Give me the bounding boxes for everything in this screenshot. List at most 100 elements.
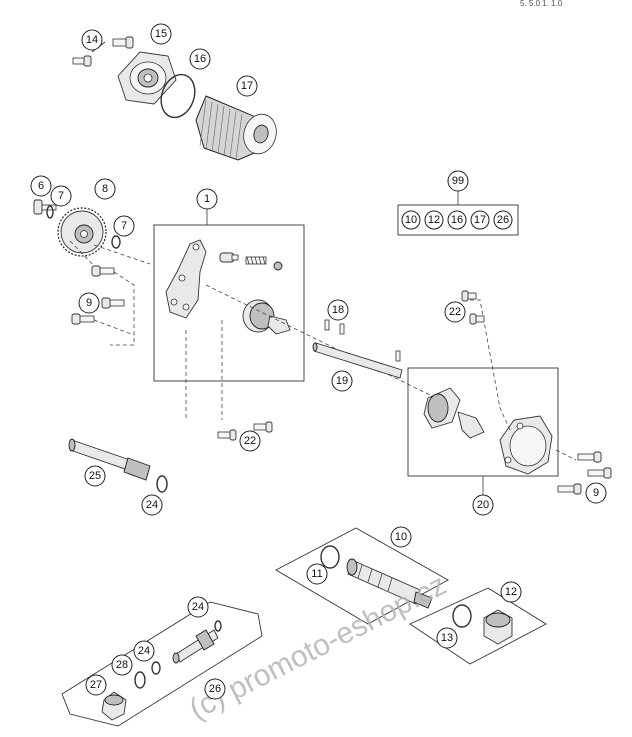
svg-text:15: 15 <box>155 28 167 40</box>
callout-22-lower[interactable]: 22 <box>239 430 261 452</box>
svg-text:24: 24 <box>192 601 204 613</box>
svg-text:20: 20 <box>477 499 489 511</box>
svg-text:27: 27 <box>90 679 102 691</box>
svg-text:99: 99 <box>452 175 464 187</box>
valve-10-box <box>275 527 449 625</box>
part-18-pin-a[interactable] <box>324 319 330 331</box>
kit-99-item-26[interactable]: 26 <box>493 210 513 230</box>
callout-22-upper[interactable]: 22 <box>444 301 466 323</box>
part-9-bolt-a[interactable] <box>91 265 115 277</box>
part-22-bolt-left-a[interactable] <box>217 429 237 441</box>
svg-text:24: 24 <box>138 645 150 657</box>
part-24-o-ring-a[interactable] <box>214 620 222 632</box>
callout-17[interactable]: 17 <box>236 75 258 97</box>
corner-code: 5. 5.0 1. 1.0 <box>520 0 563 8</box>
svg-text:28: 28 <box>116 659 128 671</box>
svg-text:6: 6 <box>38 180 44 192</box>
svg-text:19: 19 <box>336 375 348 387</box>
part-14-bolt-lower[interactable] <box>72 55 92 67</box>
svg-text:13: 13 <box>441 632 453 644</box>
part-17-oil-filter[interactable] <box>195 95 281 161</box>
part-6-bolt[interactable] <box>33 199 57 215</box>
part-pump-ball[interactable] <box>273 261 283 271</box>
part-pump-rotor[interactable] <box>242 299 291 335</box>
callout-9-right[interactable]: 9 <box>585 482 607 504</box>
callout-99[interactable]: 99 <box>447 170 469 192</box>
callout-15[interactable]: 15 <box>150 23 172 45</box>
part-14-bolt-upper[interactable] <box>112 36 134 49</box>
scavenge-pump-group <box>407 299 559 495</box>
callout-24-right[interactable]: 24 <box>187 596 209 618</box>
part-9-bolt-b[interactable] <box>101 297 125 309</box>
callout-7-right[interactable]: 7 <box>113 215 135 237</box>
svg-text:17: 17 <box>474 214 486 226</box>
part-24-o-ring-upper[interactable] <box>156 475 168 493</box>
part-19-pump-shaft[interactable] <box>312 342 403 379</box>
watermark: (c) promoto-eshop.cz <box>184 568 452 726</box>
callout-24-upper[interactable]: 24 <box>141 494 163 516</box>
shaft-group <box>312 319 403 379</box>
callout-7-left[interactable]: 7 <box>50 185 72 207</box>
part-18-pin-b[interactable] <box>339 323 345 335</box>
part-27-plug[interactable] <box>101 691 127 721</box>
part-9-bolt-right-c[interactable] <box>557 483 582 495</box>
part-24-o-ring-b[interactable] <box>151 661 161 675</box>
kit-99-item-10[interactable]: 10 <box>401 210 421 230</box>
part-13-o-ring[interactable] <box>452 604 472 628</box>
callout-19[interactable]: 19 <box>331 370 353 392</box>
part-pump-spring[interactable] <box>245 256 267 265</box>
callout-1[interactable]: 1 <box>196 188 218 210</box>
part-pump-plug[interactable] <box>219 252 239 263</box>
part-16-o-ring[interactable] <box>155 70 200 122</box>
part-15-filter-cover[interactable] <box>117 51 177 105</box>
part-10-valve-assembly[interactable] <box>346 558 433 609</box>
kit-99-item-16[interactable]: 16 <box>447 210 467 230</box>
nozzle-26-box <box>61 601 263 727</box>
nozzle-26-group <box>61 601 263 727</box>
part-18-pin-c[interactable] <box>395 350 401 362</box>
svg-text:25: 25 <box>89 470 101 482</box>
callout-6[interactable]: 6 <box>30 175 52 197</box>
callout-26[interactable]: 26 <box>204 678 226 700</box>
callout-10[interactable]: 10 <box>390 526 412 548</box>
callout-16[interactable]: 16 <box>189 48 211 70</box>
callout-13[interactable]: 13 <box>436 627 458 649</box>
svg-text:10: 10 <box>395 531 407 543</box>
part-20-pump-cover[interactable] <box>499 415 553 475</box>
callout-24-middle[interactable]: 24 <box>133 640 155 662</box>
part-9-bolt-c[interactable] <box>71 313 95 325</box>
callout-28[interactable]: 28 <box>111 654 133 676</box>
svg-text:12: 12 <box>428 214 440 226</box>
part-7-washer-right[interactable] <box>111 235 121 249</box>
part-9-bolt-right-a[interactable] <box>577 451 602 463</box>
part-28-o-ring[interactable] <box>134 671 146 689</box>
callout-20[interactable]: 20 <box>472 494 494 516</box>
callout-18[interactable]: 18 <box>327 299 349 321</box>
part-22-bolt-upper-a[interactable] <box>461 290 477 302</box>
part-22-bolt-upper-b[interactable] <box>469 313 485 325</box>
callout-12[interactable]: 12 <box>500 581 522 603</box>
part-20-rotor[interactable] <box>423 387 485 439</box>
part-25-nozzle[interactable] <box>68 438 151 481</box>
part-22-bolt-left-b[interactable] <box>253 421 273 433</box>
part-9-bolt-right-b[interactable] <box>587 467 612 479</box>
oil-pump-box <box>153 224 305 382</box>
part-12-plug[interactable] <box>483 609 513 645</box>
part-26-nozzle-tube[interactable] <box>172 629 219 664</box>
kit-99-item-12[interactable]: 12 <box>424 210 444 230</box>
callout-14[interactable]: 14 <box>81 29 103 51</box>
svg-text:1: 1 <box>204 193 210 205</box>
svg-text:9: 9 <box>86 297 92 309</box>
callout-8[interactable]: 8 <box>94 178 116 200</box>
svg-text:8: 8 <box>102 183 108 195</box>
callout-25[interactable]: 25 <box>84 465 106 487</box>
part-1-pump-housing[interactable] <box>165 239 207 319</box>
part-7-washer-left[interactable] <box>46 205 54 219</box>
part-8-drive-gear[interactable] <box>57 207 107 257</box>
callout-11[interactable]: 11 <box>306 563 328 585</box>
part-11-o-ring[interactable] <box>320 545 340 569</box>
callout-27[interactable]: 27 <box>85 674 107 696</box>
kit-99-item-17[interactable]: 17 <box>470 210 490 230</box>
callout-9-left[interactable]: 9 <box>78 292 100 314</box>
